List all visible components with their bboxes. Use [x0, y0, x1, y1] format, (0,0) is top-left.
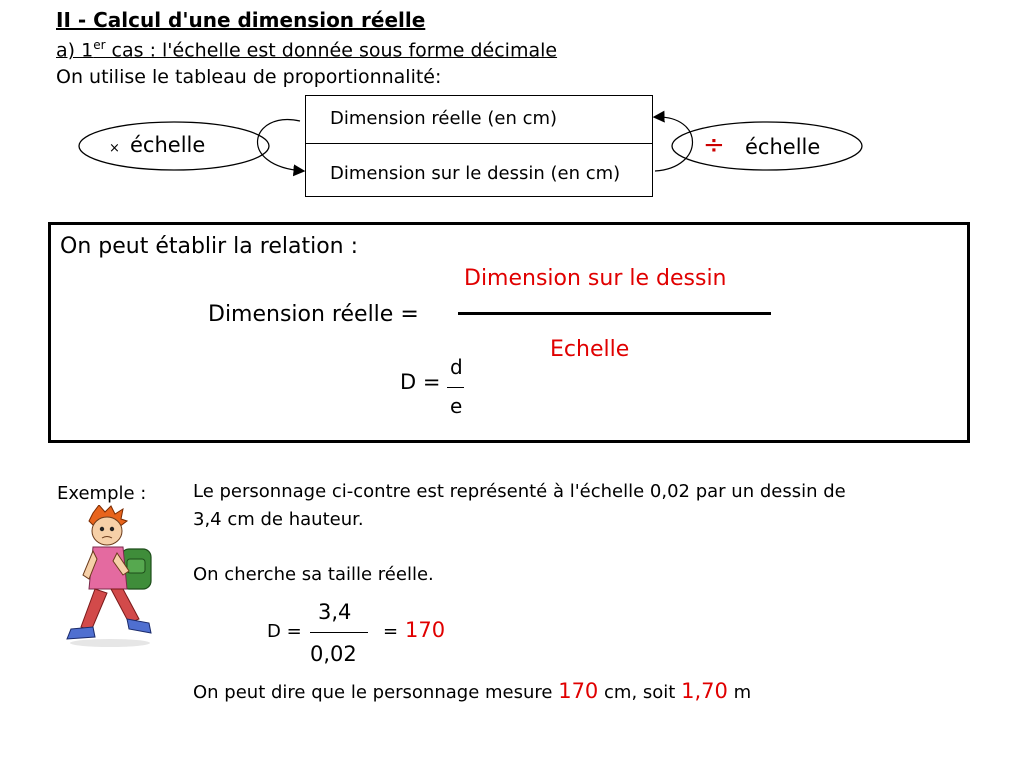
table-cell-real-dimension: Dimension réelle (en cm): [330, 108, 558, 129]
table-cell-drawing-dimension: Dimension sur le dessin (en cm): [330, 163, 621, 184]
intro-text: On utilise le tableau de proportionnalit…: [56, 66, 442, 88]
fraction-bar: [458, 312, 771, 315]
proportion-table: Dimension réelle (en cm) Dimension sur l…: [305, 95, 653, 197]
example-line-3: On cherche sa taille réelle.: [193, 564, 434, 585]
arrow-right-up: [652, 110, 693, 172]
calc-numerator: 3,4: [318, 600, 352, 624]
conclusion-value-cm: 170: [558, 679, 599, 703]
relation-box: [48, 222, 970, 443]
calc-fraction-bar: [310, 632, 368, 633]
calc-denominator: 0,02: [310, 642, 357, 666]
example-line-2: 3,4 cm de hauteur.: [193, 509, 364, 530]
fraction-numerator: Dimension sur le dessin: [464, 266, 727, 291]
short-formula-bar: [447, 387, 464, 388]
character-illustration: [66, 505, 152, 647]
multiply-icon: ×: [109, 141, 120, 156]
case-subtitle-rest: cas : l'échelle est donnée sous forme dé…: [105, 39, 558, 62]
conclusion-part-b: cm, soit: [598, 682, 682, 703]
case-subtitle-sup: er: [93, 38, 106, 52]
conclusion-value-m: 1,70: [681, 679, 728, 703]
arrow-left-down: [257, 119, 306, 177]
divide-scale-label: échelle: [745, 135, 821, 159]
table-row-real: [306, 96, 652, 144]
relation-lhs: Dimension réelle =: [208, 302, 419, 327]
short-formula-lhs: D =: [400, 370, 441, 394]
divide-icon: ÷: [703, 130, 725, 160]
short-formula-denominator: e: [450, 394, 463, 418]
example-conclusion: On peut dire que le personnage mesure 17…: [193, 679, 751, 703]
conclusion-part-c: m: [727, 682, 752, 703]
example-label: Exemple :: [57, 483, 147, 504]
case-subtitle-prefix: a) 1: [56, 39, 94, 62]
calc-lhs: D =: [267, 621, 302, 642]
calc-result: 170: [405, 618, 446, 642]
short-formula-numerator: d: [450, 355, 463, 379]
fraction-denominator: Echelle: [550, 337, 630, 362]
case-subtitle: a) 1er cas : l'échelle est donnée sous f…: [56, 38, 557, 61]
section-title: II - Calcul d'une dimension réelle: [56, 8, 426, 32]
multiply-scale-label: échelle: [130, 133, 206, 157]
conclusion-part-a: On peut dire que le personnage mesure: [193, 682, 559, 703]
example-line-1: Le personnage ci-contre est représenté à…: [193, 481, 846, 502]
relation-title: On peut établir la relation :: [60, 234, 359, 259]
calc-equals: =: [383, 621, 399, 642]
